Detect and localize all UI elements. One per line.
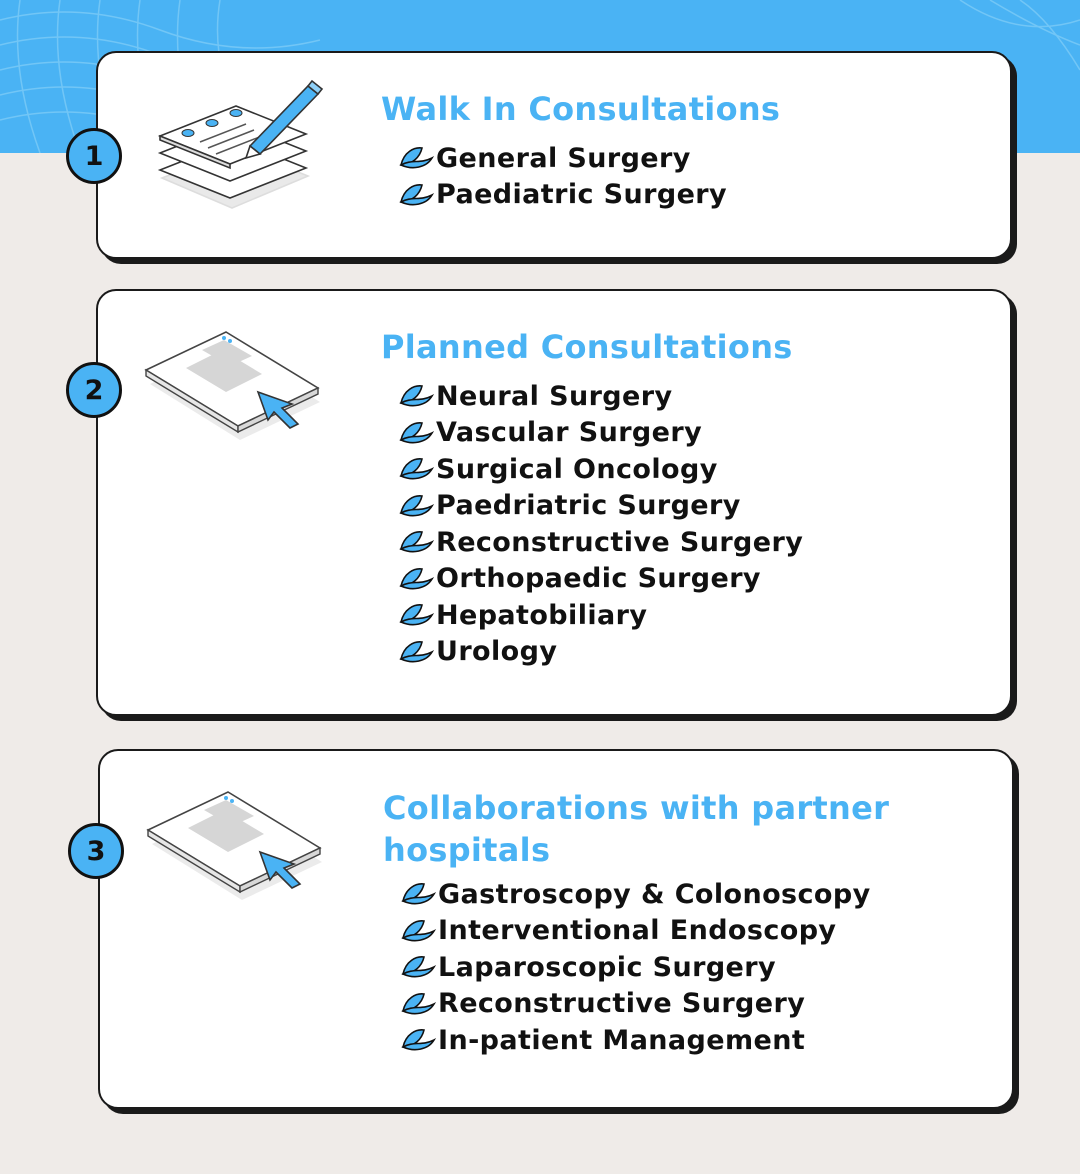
list-item-label: Reconstructive Surgery	[438, 988, 806, 1020]
list-item-label: Paediatric Surgery	[436, 179, 728, 211]
section-title: Planned Consultations	[381, 328, 793, 366]
documents-pen-icon	[157, 79, 324, 209]
service-list: Gastroscopy & Colonoscopy Interventional…	[400, 876, 871, 1059]
leaf-bullet-icon	[399, 604, 435, 626]
list-item-label: Laparoscopic Surgery	[438, 951, 776, 983]
list-item: Hepatobiliary	[398, 597, 803, 634]
leaf-bullet-icon	[401, 1029, 437, 1051]
list-item-label: In-patient Management	[438, 1024, 806, 1056]
list-item-label: General Surgery	[436, 142, 691, 174]
leaf-bullet-icon	[399, 458, 435, 480]
list-item-label: Neural Surgery	[436, 380, 673, 412]
list-item-label: Orthopaedic Surgery	[436, 563, 761, 595]
leaf-bullet-icon	[401, 883, 437, 905]
list-item-label: Reconstructive Surgery	[436, 526, 804, 558]
list-item: Paediatric Surgery	[398, 177, 727, 214]
section-title: Walk In Consultations	[381, 90, 781, 128]
service-list: General Surgery Paediatric Surgery	[398, 140, 727, 213]
step-number-badge: 2	[66, 362, 122, 418]
list-item: Urology	[398, 634, 803, 671]
list-item: Reconstructive Surgery	[398, 524, 803, 561]
list-item: Neural Surgery	[398, 378, 803, 415]
service-list: Neural Surgery Vascular Surgery Surgical…	[398, 378, 803, 670]
list-item-label: Gastroscopy & Colonoscopy	[438, 878, 871, 910]
step-number-badge: 1	[66, 128, 122, 184]
list-item: Orthopaedic Surgery	[398, 561, 803, 598]
leaf-bullet-icon	[401, 956, 437, 978]
list-item: Vascular Surgery	[398, 415, 803, 452]
leaf-bullet-icon	[399, 494, 435, 517]
list-item: Interventional Endoscopy	[400, 913, 871, 950]
list-item: Gastroscopy & Colonoscopy	[400, 876, 871, 913]
leaf-bullet-icon	[401, 919, 437, 942]
list-item-label: Vascular Surgery	[436, 417, 703, 449]
leaf-bullet-icon	[399, 385, 435, 407]
list-item-label: Surgical Oncology	[436, 453, 718, 485]
list-item: In-patient Management	[400, 1022, 871, 1059]
leaf-bullet-icon	[401, 992, 437, 1015]
list-item-label: Hepatobiliary	[436, 599, 648, 631]
tablet-cursor-icon	[146, 791, 322, 900]
leaf-bullet-icon	[399, 421, 435, 444]
list-item: Surgical Oncology	[398, 451, 803, 488]
list-item: Paedriatric Surgery	[398, 488, 803, 525]
step-number-badge: 3	[68, 823, 124, 879]
leaf-bullet-icon	[399, 531, 435, 553]
leaf-bullet-icon	[399, 640, 435, 663]
list-item: Laparoscopic Surgery	[400, 949, 871, 986]
section-title: Collaborations with partner hospitals	[383, 789, 890, 869]
list-item-label: Urology	[436, 636, 558, 668]
tablet-cursor-icon	[144, 331, 320, 440]
list-item: General Surgery	[398, 140, 727, 177]
list-item: Reconstructive Surgery	[400, 986, 871, 1023]
leaf-bullet-icon	[399, 147, 435, 169]
leaf-bullet-icon	[399, 183, 435, 206]
leaf-bullet-icon	[399, 567, 435, 590]
list-item-label: Paedriatric Surgery	[436, 490, 741, 522]
list-item-label: Interventional Endoscopy	[438, 915, 837, 947]
